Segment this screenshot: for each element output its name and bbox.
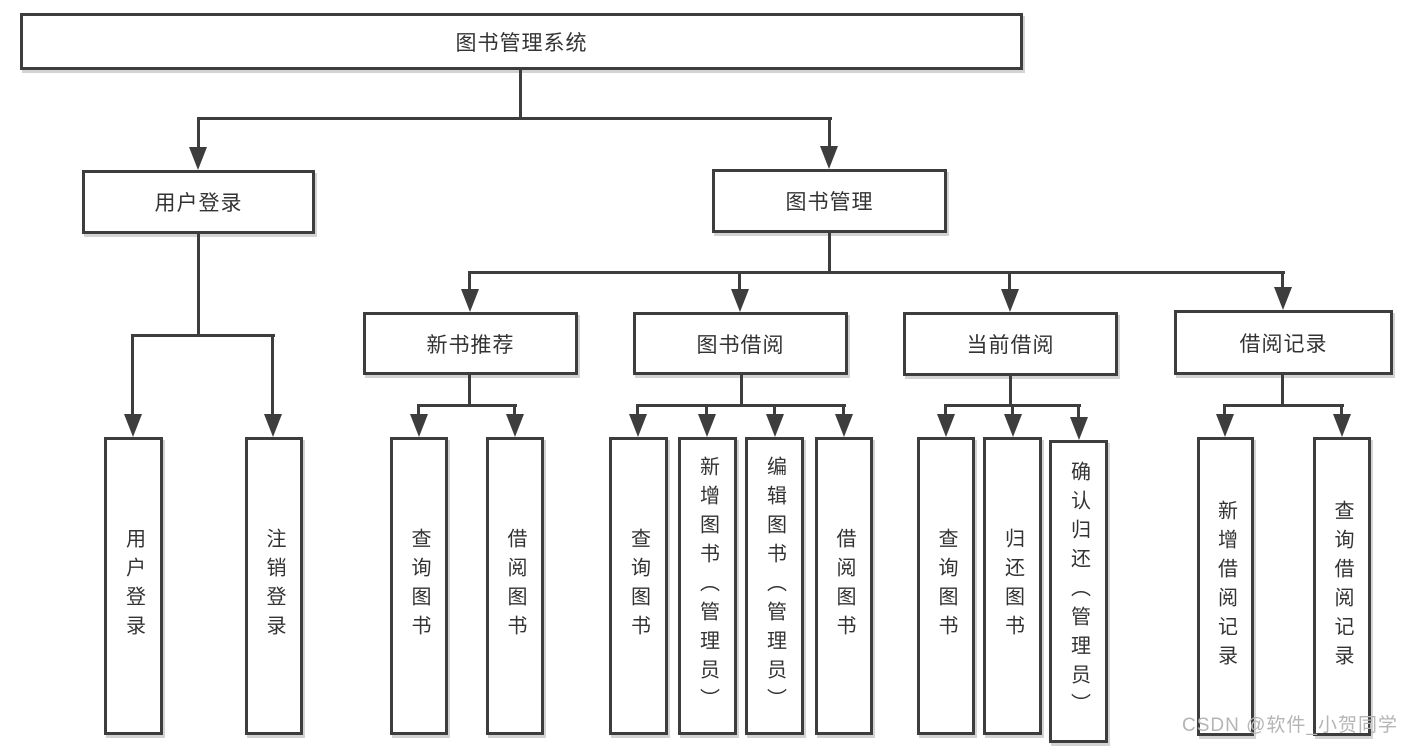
node-current-borrowing: 当前借阅 xyxy=(903,312,1118,376)
node-label: 图书借阅 xyxy=(696,333,785,357)
arrow-to-leaf-add-books-admin xyxy=(698,414,716,437)
leaf-label: 查询图书 xyxy=(408,528,430,644)
arrow-to-leaf-query-books-3 xyxy=(937,414,955,437)
edge-stem xyxy=(1340,404,1343,417)
edge-stem xyxy=(1011,404,1014,417)
edge-borrow-records-hline xyxy=(1223,404,1344,407)
arrow-to-leaf-add-borrow-record xyxy=(1216,414,1234,437)
leaf-query-books-3: 查询图书 xyxy=(917,437,975,735)
leaf-label: 借阅图书 xyxy=(504,528,526,644)
edge-current-borrowing-stem xyxy=(1009,376,1012,407)
leaf-add-borrow-record: 新增借阅记录 xyxy=(1197,437,1254,736)
edge-to-borrow-records-stem xyxy=(1281,271,1284,291)
leaf-label: 新增借阅记录 xyxy=(1214,499,1237,674)
leaf-add-books-admin: 新增图书（管理员） xyxy=(678,437,737,735)
leaf-label: 新增图书（管理员） xyxy=(696,455,719,717)
leaf-logout: 注销登录 xyxy=(245,437,303,735)
arrow-to-leaf-return-books xyxy=(1004,414,1022,437)
node-label: 图书管理系统 xyxy=(455,31,588,55)
edge-stem xyxy=(773,404,776,417)
leaf-query-books-1: 查询图书 xyxy=(390,437,448,735)
node-book-management: 图书管理 xyxy=(712,169,947,233)
edge-user-login-hline xyxy=(131,334,275,337)
node-book-borrowing: 图书借阅 xyxy=(633,312,848,375)
arrow-to-leaf-query-books-2 xyxy=(629,414,647,437)
edge-borrow-records-stem xyxy=(1281,375,1284,407)
node-label: 用户登录 xyxy=(154,192,243,215)
leaf-return-books: 归还图书 xyxy=(983,437,1042,735)
edge-book-borrowing-stem xyxy=(740,375,743,407)
edge-to-new-book-recommendation-stem xyxy=(468,271,471,293)
arrow-to-leaf-borrow-books-2 xyxy=(835,414,853,437)
edge-root-hline xyxy=(197,117,832,120)
arrow-to-borrow-records xyxy=(1274,287,1292,310)
edge-stem xyxy=(944,404,947,417)
leaf-label: 用户登录 xyxy=(122,528,145,644)
arrow-to-leaf-confirm-return-admin xyxy=(1070,417,1088,440)
edge-to-book-management-stem xyxy=(828,117,831,154)
node-user-login: 用户登录 xyxy=(82,170,315,234)
leaf-user-login: 用户登录 xyxy=(104,437,163,735)
node-borrow-records: 借阅记录 xyxy=(1174,310,1393,375)
edge-new-book-recommendation-stem xyxy=(468,375,471,407)
node-library-management-system: 图书管理系统 xyxy=(20,13,1023,70)
edge-book-borrowing-hline xyxy=(636,404,846,407)
leaf-borrow-books-1: 借阅图书 xyxy=(486,437,544,735)
arrow-to-book-borrowing xyxy=(731,289,749,312)
leaf-label: 确认归还（管理员） xyxy=(1067,461,1090,722)
leaf-edit-books-admin: 编辑图书（管理员） xyxy=(745,437,804,735)
edge-book-management-hline xyxy=(468,271,1285,274)
arrow-to-leaf-query-books-1 xyxy=(410,414,428,437)
leaf-borrow-books-2: 借阅图书 xyxy=(815,437,873,735)
leaf-label: 查询图书 xyxy=(627,528,650,644)
edge-stem xyxy=(705,404,708,417)
csdn-watermark: CSDN @软件_小贺同学 xyxy=(1182,715,1398,736)
edge-new-book-recommendation-hline xyxy=(417,404,517,407)
leaf-query-borrow-record: 查询借阅记录 xyxy=(1313,437,1371,736)
node-label: 新书推荐 xyxy=(426,333,515,357)
edge-stem xyxy=(1077,404,1080,420)
arrow-to-leaf-logout xyxy=(264,414,282,437)
leaf-label: 借阅图书 xyxy=(833,528,855,644)
node-label: 当前借阅 xyxy=(966,334,1055,357)
arrow-to-leaf-query-borrow-record xyxy=(1333,414,1351,437)
leaf-confirm-return-admin: 确认归还（管理员） xyxy=(1049,440,1108,743)
node-label: 图书管理 xyxy=(785,191,874,214)
arrow-to-leaf-edit-books-admin xyxy=(766,414,784,437)
edge-stem xyxy=(636,404,639,417)
arrow-to-user-login xyxy=(189,147,207,170)
leaf-label: 查询借阅记录 xyxy=(1331,499,1353,674)
leaf-label: 编辑图书（管理员） xyxy=(763,455,786,717)
arrow-to-leaf-user-login xyxy=(124,414,142,437)
edge-to-leaf-user-login-stem xyxy=(131,334,134,419)
edge-to-current-borrowing-stem xyxy=(1008,271,1011,293)
node-label: 借阅记录 xyxy=(1239,332,1328,356)
edge-to-user-login-stem xyxy=(197,117,200,155)
node-new-book-recommendation: 新书推荐 xyxy=(363,312,578,375)
arrow-to-current-borrowing xyxy=(1001,289,1019,312)
leaf-label: 归还图书 xyxy=(1001,528,1024,644)
edge-to-leaf-logout-stem xyxy=(271,334,274,419)
leaf-label: 注销登录 xyxy=(263,528,285,644)
edge-stem xyxy=(842,404,845,417)
edge-stem xyxy=(1223,404,1226,417)
edge-stem xyxy=(513,404,516,417)
edge-root-stem xyxy=(519,70,522,118)
edge-to-book-borrowing-stem xyxy=(738,271,741,293)
leaf-query-books-2: 查询图书 xyxy=(609,437,668,735)
edge-book-management-stem xyxy=(828,233,831,274)
edge-stem xyxy=(417,404,420,417)
edge-user-login-stem xyxy=(197,234,200,337)
leaf-label: 查询图书 xyxy=(935,528,957,644)
arrow-to-book-management xyxy=(820,146,838,169)
arrow-to-leaf-borrow-books-1 xyxy=(506,414,524,437)
arrow-to-new-book-recommendation xyxy=(461,289,479,312)
